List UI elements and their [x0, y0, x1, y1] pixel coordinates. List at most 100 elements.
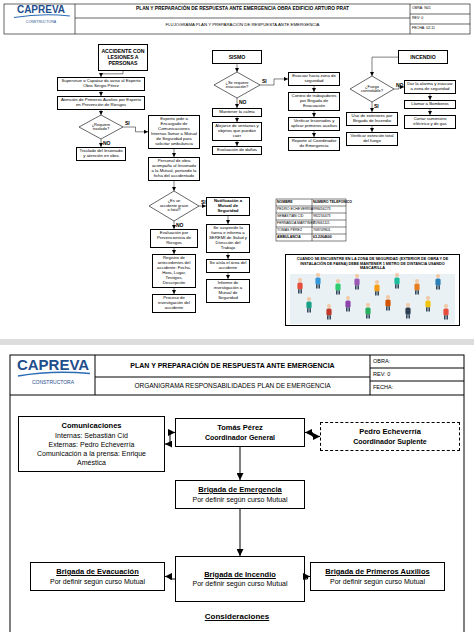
org-box: Brigada de EmergenciaPor definir según c… [175, 480, 305, 509]
connector [174, 149, 175, 157]
node-body: Coordinador Suplente [324, 437, 456, 446]
node-title: ¿Fuego controlable? [350, 85, 394, 94]
table-cell: 768749801 [313, 229, 346, 233]
document-subtitle: ORGANIGRAMA RESPONSABILIDADES PLAN DE EM… [96, 382, 369, 389]
header-field: FECHA: 02-11 [412, 26, 469, 30]
table-line [276, 213, 346, 214]
diamond-shape [149, 191, 199, 221]
node-title: Brigada de Incendio [179, 570, 301, 580]
phone-table [276, 199, 346, 241]
connector [305, 432, 320, 436]
node-title: Reporte al Coordinador de Emergencia [291, 139, 338, 149]
table-line [312, 199, 313, 241]
node-title: Brigada de Evacuación [34, 567, 161, 577]
node-title: Pedro Echeverría [324, 427, 456, 437]
process-box: Alejarse de ventanas y objetos que pueda… [212, 122, 262, 141]
node-body: Por definir según curso Mutual [314, 577, 441, 586]
header-grid [4, 4, 470, 34]
node-title: Experto pide a Encargado de Comunicacion… [151, 117, 198, 147]
connector [101, 110, 102, 115]
table-border [276, 199, 346, 241]
person-figure [326, 304, 331, 320]
process-box: Verificar lesionados y aplicar primeros … [288, 117, 340, 131]
org-box: Tomás PérezCoordinador General [175, 418, 305, 447]
document-title: PLAN Y PREPARACIÓN DE RESPUESTA ANTE EME… [76, 6, 409, 11]
process-box: Uso de extintores por Brigada de Incendi… [346, 112, 398, 126]
edge-label: NO [103, 140, 111, 146]
grid-line [95, 355, 96, 395]
person-figure [315, 273, 320, 289]
process-box: Se aísla el área del accidente [206, 259, 250, 273]
page-border [10, 355, 464, 632]
node-title: Traslado del lesionado y atención en obr… [79, 149, 124, 159]
process-box: Evacuar hacia zona de seguridad [288, 72, 340, 86]
event-box: ACCIDENTE CON LESIONES A PERSONAS [98, 44, 148, 71]
node-title: ¿Se requiere evacuación? [214, 81, 260, 90]
edge-label: SI [374, 103, 379, 109]
person-figure [335, 279, 340, 295]
connector [165, 432, 175, 444]
node-body: Comunicación a la prensa: Enrique Amésti… [22, 449, 161, 467]
table-cell: PEDRO ECHEVERRÍA [277, 208, 312, 212]
node-title: Conteo de trabajadores por Brigada de Ev… [291, 94, 338, 109]
grid-line [370, 355, 371, 395]
table-cell: FERNANDA MARTÍNEZ [277, 222, 312, 226]
process-box: Cortar suministro eléctrico y de gas [404, 115, 456, 129]
node-title: Evaluación por Prevencionista de Riesgos [153, 231, 196, 246]
header-field: FECHA: [373, 384, 463, 390]
node-title: Tomás Pérez [179, 423, 301, 433]
connector [237, 98, 238, 108]
grid-line [95, 377, 370, 378]
node-title: ¿Es un accidente grave o fatal? [149, 199, 199, 212]
node-title: CUANDO SE ENCUENTRE EN LA ZONA DE SEGURI… [290, 257, 455, 271]
node-body: Por definir según curso Mutual [179, 579, 301, 588]
illustration-background [290, 274, 455, 324]
table-line [276, 206, 346, 207]
connector [260, 79, 288, 85]
connector [240, 509, 241, 556]
person-figure [414, 279, 419, 295]
org-box: Brigada de IncendioPor definir según cur… [175, 556, 305, 602]
node-body: Externas: Pedro Echeverría [22, 440, 161, 449]
node-title: Evaluación de daños [215, 148, 260, 153]
node-title: Supervisor o Capataz da aviso al Experto… [60, 79, 143, 89]
grid-line [10, 395, 464, 396]
node-title: Llamar a Bomberos [407, 102, 454, 107]
process-box: Dar la alarma y evacuar a zona de seguri… [404, 80, 456, 94]
process-box: Reporte al Coordinador de Emergencia [288, 137, 340, 151]
event-box: INCENDIO [398, 50, 448, 64]
process-box: Informe de investigación a Mutual de Seg… [206, 279, 250, 303]
node-title: Brigada de Primeros Auxilios [314, 567, 441, 577]
header-grid [10, 355, 464, 632]
node-title: Cortar suministro eléctrico y de gas [407, 117, 454, 127]
grid-line [75, 18, 410, 19]
header-field: REV: 0 [373, 371, 463, 377]
process-box: Notificación a Mutual de Seguridad [206, 197, 250, 216]
document-title: PLAN Y PREPARACIÓN DE RESPUESTA ANTE EME… [96, 362, 369, 369]
node-body: Por definir según curso Mutual [34, 577, 161, 586]
edge-label: NO [396, 82, 404, 88]
header-field: OBRA: [373, 358, 463, 364]
edge-label: NO [176, 222, 184, 228]
process-box: Llamar a Bomberos [404, 100, 456, 109]
process-box: Atención de Primeros Auxilios por Expert… [57, 96, 145, 110]
node-title: Dar la alarma y evacuar a zona de seguri… [407, 82, 454, 92]
decision-diamond: ¿Se requiere evacuación? [214, 72, 260, 98]
node-title: Notificación a Mutual de Seguridad [209, 199, 248, 214]
node-body: Internas: Sebastián Cid [22, 431, 161, 440]
person-figure [345, 296, 350, 312]
process-box: Personal de obra acompaña al lesionado a… [148, 157, 200, 181]
node-title: ¿Requiere traslado? [79, 123, 123, 132]
node-title: SISMO [215, 54, 259, 60]
connector [237, 64, 238, 72]
header-field: OBRA: N01 [412, 6, 469, 10]
table-cell: 63-2264600 [313, 236, 346, 240]
person-figure [306, 297, 311, 313]
grid-line [370, 368, 464, 369]
logo-swoosh [14, 15, 70, 18]
table-cell: AMBULANCIA [277, 236, 312, 240]
node-title: Verificar extinción total del fuego [349, 134, 396, 144]
person-figure [385, 295, 390, 311]
decision-diamond: ¿Requiere traslado? [79, 115, 123, 139]
page-gap [0, 339, 474, 345]
